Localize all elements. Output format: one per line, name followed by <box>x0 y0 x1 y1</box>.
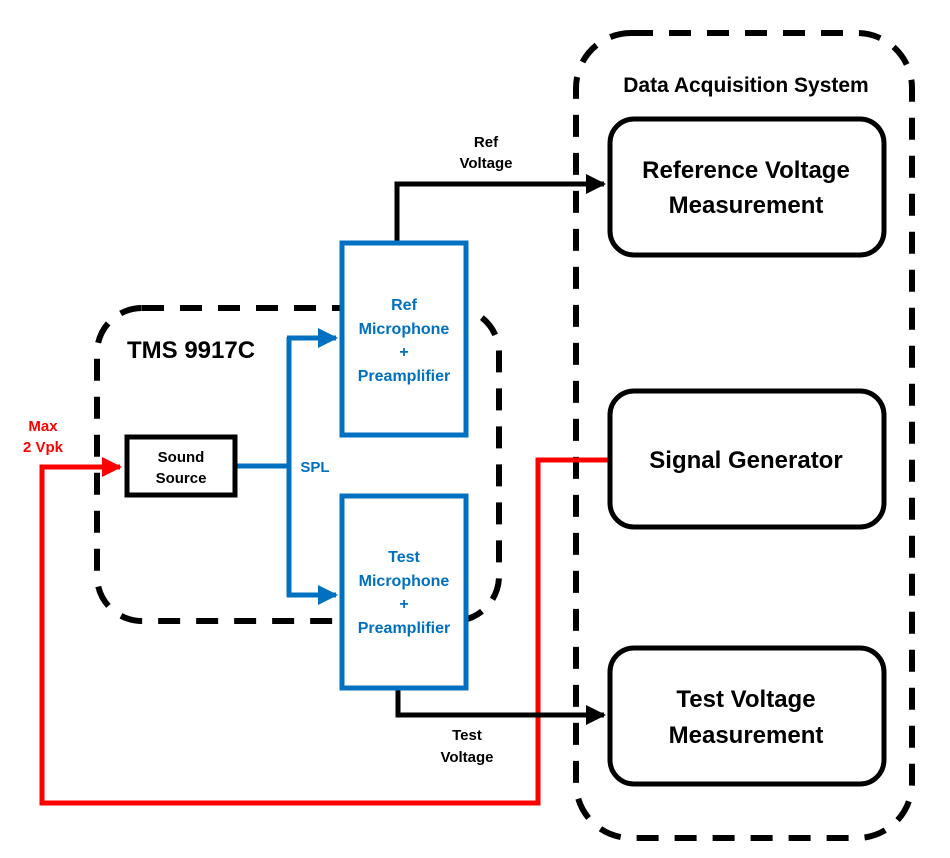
svg-text:Voltage: Voltage <box>459 155 512 172</box>
red-drive-wire <box>39 457 610 806</box>
svg-text:Measurement: Measurement <box>669 192 824 219</box>
svg-text:Reference Voltage: Reference Voltage <box>642 157 850 184</box>
svg-text:Test: Test <box>388 549 420 566</box>
daq-group-boundary <box>573 30 915 841</box>
svg-text:Microphone: Microphone <box>359 573 450 590</box>
svg-text:Microphone: Microphone <box>359 321 450 338</box>
svg-text:Max: Max <box>28 418 58 435</box>
ref-voltage-label: Ref Voltage <box>459 134 512 172</box>
svg-text:Ref: Ref <box>391 297 417 314</box>
daq-group-label: Data Acquisition System <box>623 74 868 97</box>
svg-text:Sound: Sound <box>158 449 205 466</box>
ref-mic-block: Ref Microphone + Preamplifier <box>339 240 469 438</box>
tms-group-boundary <box>94 305 502 624</box>
sound-source-block: Sound Source <box>124 434 238 498</box>
svg-text:2 Vpk: 2 Vpk <box>23 439 64 456</box>
svg-text:Test Voltage: Test Voltage <box>676 686 815 713</box>
test-mic-block: Test Microphone + Preamplifier <box>339 493 469 691</box>
test-voltage-measurement-block: Test Voltage Measurement <box>607 645 887 787</box>
svg-text:Measurement: Measurement <box>669 722 824 749</box>
ref-voltage-measurement-block: Reference Voltage Measurement <box>607 116 887 258</box>
svg-text:Voltage: Voltage <box>440 749 493 766</box>
max-voltage-label: Max 2 Vpk <box>23 418 64 456</box>
svg-text:Source: Source <box>156 470 207 487</box>
test-voltage-label: Test Voltage <box>440 727 493 766</box>
svg-text:Test: Test <box>452 727 482 744</box>
svg-text:Preamplifier: Preamplifier <box>358 368 450 385</box>
svg-text:Ref: Ref <box>474 134 499 151</box>
tms-group-label: TMS 9917C <box>127 337 255 364</box>
ref-voltage-wire <box>394 174 606 242</box>
svg-text:+: + <box>399 344 408 361</box>
signal-generator-block: Signal Generator <box>607 388 887 530</box>
spl-label: SPL <box>300 459 329 476</box>
svg-text:Signal Generator: Signal Generator <box>649 447 842 474</box>
svg-text:+: + <box>399 596 408 613</box>
test-voltage-wire <box>395 690 606 725</box>
svg-text:Preamplifier: Preamplifier <box>358 620 450 637</box>
